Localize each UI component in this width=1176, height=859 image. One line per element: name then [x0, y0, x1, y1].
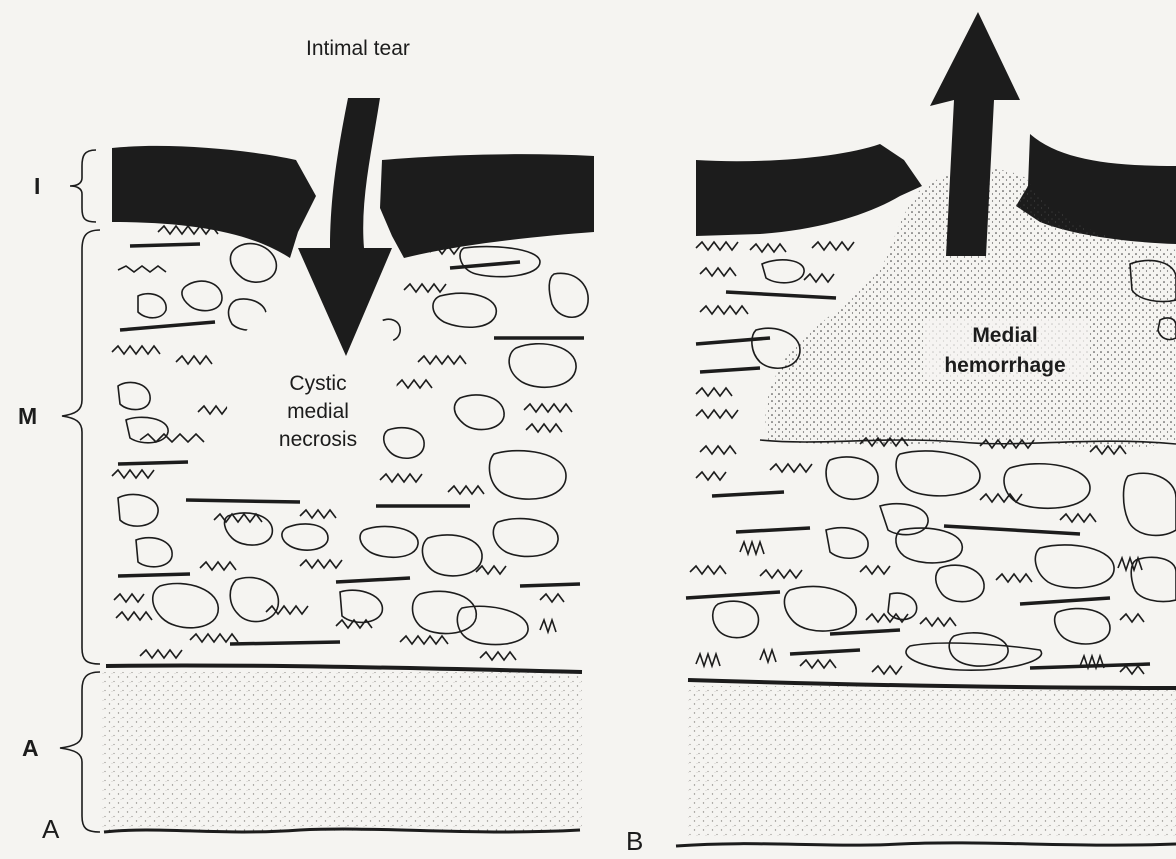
- intima-layer-a-right: [380, 154, 594, 258]
- intima-label: I: [34, 173, 40, 199]
- intimal-tear-label: Intimal tear: [306, 37, 410, 60]
- adventitia-layer-b: [688, 686, 1176, 836]
- adventitia-base-line-b: [676, 843, 1176, 846]
- adventitia-layer-a: [102, 672, 582, 832]
- cystic-necrosis-label-line2: medial: [287, 400, 349, 423]
- media-bracket: [62, 230, 100, 664]
- panel-a: Intimal tear Cystic medial necrosis: [102, 37, 594, 832]
- intima-layer-a-left: [112, 146, 316, 258]
- layer-brackets: [60, 150, 100, 832]
- panel-label-a: A: [42, 814, 60, 844]
- cystic-necrosis-label-line1: Cystic: [289, 372, 346, 395]
- adventitia-label: A: [22, 735, 39, 761]
- intima-layer-b-left: [696, 144, 922, 236]
- media-label: M: [18, 403, 37, 429]
- media-base-line-a: [106, 665, 582, 672]
- intima-bracket: [70, 150, 96, 222]
- cystic-necrosis-label-line3: necrosis: [279, 428, 357, 451]
- medial-hemorrhage-label-line1: Medial: [972, 324, 1037, 347]
- adventitia-bracket: [60, 672, 100, 832]
- panel-label-b: B: [626, 826, 643, 856]
- medial-hemorrhage-label-line2: hemorrhage: [944, 354, 1065, 377]
- panel-b: Medial hemorrhage: [676, 12, 1176, 846]
